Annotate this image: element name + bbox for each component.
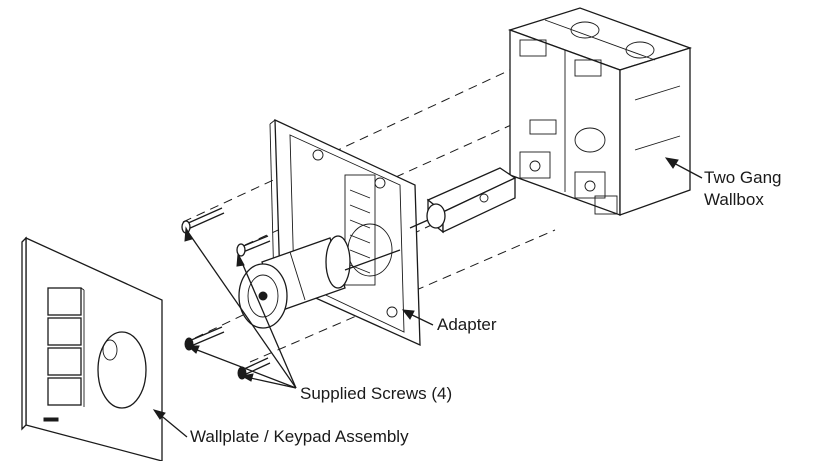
adapter-connector-icon [409, 167, 517, 234]
leader-lines [152, 157, 703, 438]
adapter-cylinder-icon [238, 235, 401, 329]
label-wallbox-line2: Wallbox [704, 190, 764, 209]
two-gang-wallbox-icon [507, 7, 693, 216]
screw-top-right [236, 235, 271, 257]
label-adapter: Adapter [437, 315, 497, 334]
screw-top-left [181, 207, 225, 234]
mounting-plate-icon [269, 118, 421, 347]
label-wallplate-keypad: Wallplate / Keypad Assembly [190, 427, 409, 446]
wallplate-keypad-icon [21, 236, 163, 461]
screw-bottom-left [184, 326, 225, 351]
label-wallbox-line1: Two Gang [704, 168, 782, 187]
label-supplied-screws: Supplied Screws (4) [300, 384, 453, 403]
